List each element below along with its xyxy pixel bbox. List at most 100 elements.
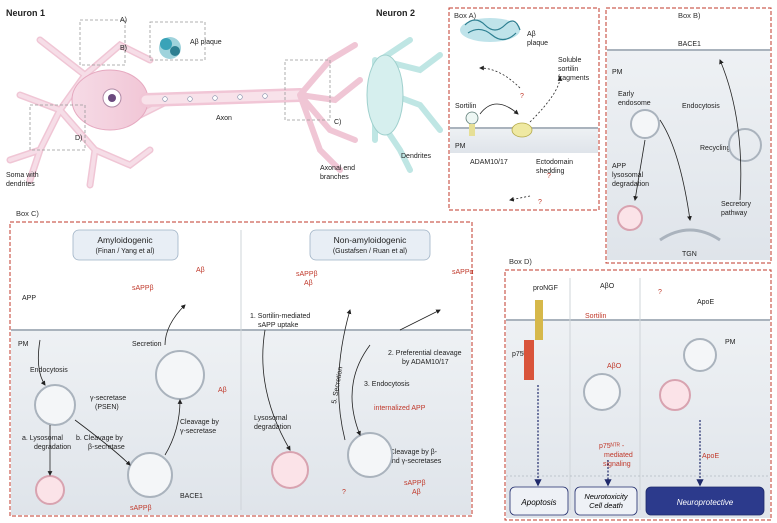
axon: Axon (139, 88, 307, 122)
box-d-q: ? (658, 289, 662, 296)
box-c: Box C) Amyloidogenic(Finan / Yang et al)… (9, 209, 474, 517)
callout-a (149, 21, 206, 61)
box-d-abo-lower: AβO (607, 363, 622, 370)
box-c-gamma-secretase: γ-secretase(PSEN) (90, 395, 126, 411)
box-a-q1: ? (520, 93, 524, 100)
neuron-overview: Neuron 1 Neuron 2 Axon (6, 8, 443, 189)
callout-d (29, 104, 86, 151)
box-c-lysosome-left (35, 475, 65, 505)
box-a-title: Box A) (454, 11, 477, 20)
box-d-apoe: ApoE (697, 299, 714, 306)
box-b-bace1-label: BACE1 (678, 41, 701, 48)
box-c-vesicle-right (347, 432, 393, 478)
box-c-endocytosis-left: Endocytosis (30, 367, 68, 374)
box-a-sortilin-label: Sortilin (455, 103, 477, 110)
box-c-sappb-bottom: sAPPβ (130, 505, 152, 512)
box-c-q: ? (342, 489, 346, 496)
box-a-frame (448, 7, 600, 211)
non-amyloidogenic-title: Non-amyloidogenic(Gustafsen / Ruan et al… (333, 235, 407, 255)
box-a-adam-label: ADAM10/17 (470, 159, 508, 166)
box-c-sappa: sAPPα (452, 269, 474, 276)
outcome-apoptosis (509, 486, 569, 516)
outcome-neuroprotective-label: Neuroprotective (677, 498, 734, 507)
box-c-bace1-vesicle (127, 452, 173, 498)
non-amyloidogenic-title-box (309, 229, 431, 261)
box-a-pm-label: PM (455, 143, 466, 150)
box-c-lysosome-right (271, 451, 309, 489)
box-a-adam-icon (511, 122, 533, 138)
box-c-endocytosis3: 3. Endocytosis (364, 381, 410, 388)
box-d-abo: AβO (600, 283, 615, 290)
box-b-early-endosome (630, 109, 660, 139)
outcome-apoptosis-label: Apoptosis (520, 498, 556, 507)
callout-c (284, 59, 331, 121)
box-b-recycling-label: Recycling (700, 145, 730, 152)
box-b-lysosome-icon (617, 205, 643, 231)
box-c-ab-top: Aβ (196, 267, 205, 274)
axon-label: Axon (216, 115, 232, 122)
neuron1-label: Neuron 1 (6, 8, 45, 18)
box-c-ab-right: Aβ (218, 387, 227, 394)
box-c-bace1: BACE1 (180, 493, 203, 500)
box-d-sortilin: Sortilin (585, 313, 607, 320)
plaque-icon (159, 37, 181, 59)
box-d-apoe-lower: ApoE (702, 453, 719, 460)
box-a-plaque-icon (460, 18, 521, 42)
box-c-sappb-top: sAPPβ (132, 285, 154, 292)
box-a-q3: ? (538, 199, 542, 206)
box-c-internalized: internalized APP (374, 405, 426, 412)
box-c-secretion-vesicle (155, 350, 205, 400)
box-d-pro-ngf: proNGF (533, 285, 558, 292)
dendrites-label: Dendrites (401, 153, 431, 160)
box-b-tgn-label: TGN (682, 251, 697, 258)
box-d-vesicle-right (683, 338, 717, 372)
neuron1-soma (6, 36, 174, 189)
box-b-pm-label: PM (612, 69, 623, 76)
box-c-app-label: APP (22, 295, 36, 302)
outcome-neuroprotective (645, 486, 765, 516)
neuron2-terminal (297, 37, 443, 173)
box-d-p75: p75ᴺᵀᴿ (512, 351, 534, 358)
box-d-vesicle-middle (583, 373, 621, 411)
box-b-title: Box B) (678, 11, 701, 20)
plaque-label: Aβ plaque (190, 39, 222, 46)
callout-b-label: B) (120, 45, 127, 52)
callout-b (79, 19, 126, 66)
box-d-title: Box D) (509, 257, 532, 266)
box-b-recycling-loop (728, 128, 762, 162)
outcome-neurotoxicity (574, 486, 638, 516)
box-c-cleavage4: 4. Cleavage by β-and γ-secretases (382, 449, 442, 465)
callout-d-label: D) (75, 135, 82, 142)
box-c-title: Box C) (16, 209, 39, 218)
box-d-lysosome-right (659, 379, 691, 411)
box-c-endosome-left (34, 384, 76, 426)
box-b-endocytosis-label: Endocytosis (682, 103, 720, 110)
box-c-pm-label: PM (18, 341, 29, 348)
box-d: Box D) proNGF AβO Sortilin p75ᴺᵀᴿ AβO p7… (504, 257, 772, 521)
box-a-sortilin-icon (465, 111, 479, 136)
neuron2-label: Neuron 2 (376, 8, 415, 18)
amyloidogenic-title: Amyloidogenic(Finan / Yang et al) (96, 235, 155, 255)
callout-a-label: A) (120, 17, 127, 24)
box-a-q2: ? (547, 173, 551, 180)
box-d-p75-intracellular (524, 340, 534, 380)
callout-c-label: C) (334, 119, 341, 126)
